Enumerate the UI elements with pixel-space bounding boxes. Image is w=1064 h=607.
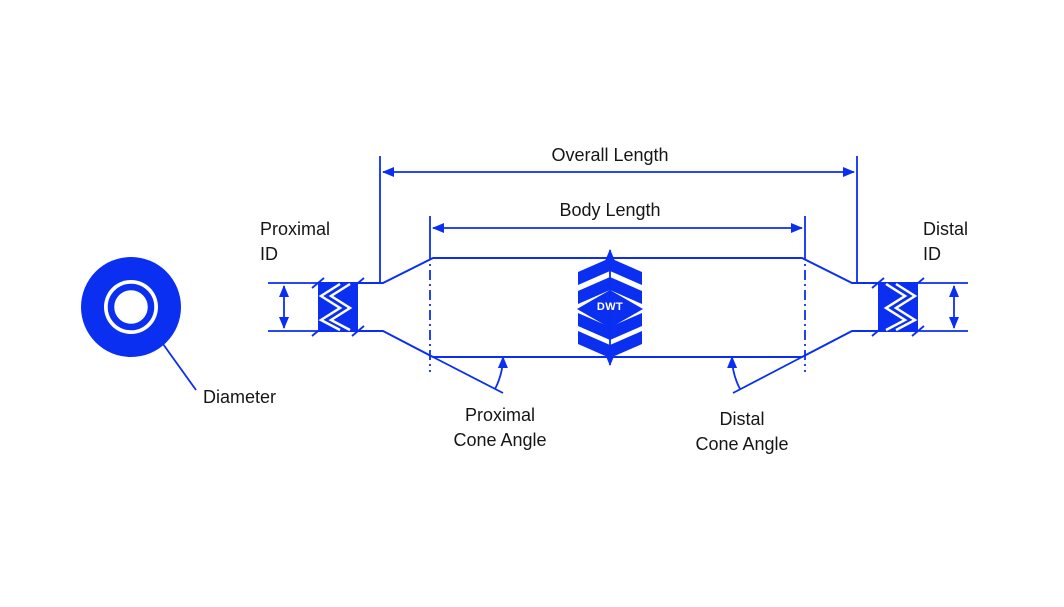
proximal-marker-band bbox=[311, 277, 365, 337]
distal-cone-angle-annotation bbox=[727, 356, 803, 394]
distal-band-zigzag-1 bbox=[883, 282, 908, 332]
distal-id-dimension bbox=[918, 282, 968, 332]
proximal-cone-angle-annotation bbox=[432, 356, 508, 394]
overall-length-dimension bbox=[379, 156, 858, 282]
distal-id-label: Distal ID bbox=[923, 219, 969, 264]
cross-section-inner-wall-ring bbox=[107, 283, 155, 331]
proximal-id-dimension bbox=[268, 282, 318, 332]
device-top-outline bbox=[318, 257, 918, 284]
proximal-band-zigzag-2 bbox=[318, 282, 343, 332]
distal-marker-band bbox=[871, 277, 925, 337]
distal-cone-extension-line bbox=[732, 356, 803, 394]
distal-cone-angle-label: Distal Cone Angle bbox=[695, 409, 789, 454]
overall-length-label: Overall Length bbox=[551, 145, 669, 165]
distal-band-zigzag-2 bbox=[893, 282, 918, 332]
proximal-cone-angle-label: Proximal Cone Angle bbox=[453, 405, 547, 450]
distal-cone-angle-arc bbox=[727, 356, 741, 390]
tube-cross-section bbox=[81, 257, 197, 391]
body-length-dimension bbox=[429, 216, 806, 250]
proximal-id-label: Proximal ID bbox=[260, 219, 331, 264]
proximal-cone-extension-line bbox=[432, 356, 504, 394]
diameter-leader-line bbox=[162, 343, 197, 391]
body-length-label: Body Length bbox=[559, 200, 661, 220]
diameter-label: Diameter bbox=[203, 387, 277, 407]
proximal-id-ticks bbox=[268, 282, 318, 332]
distal-id-ticks bbox=[918, 282, 968, 332]
device-bottom-outline bbox=[318, 330, 918, 358]
dwt-label: DWT bbox=[596, 301, 624, 313]
proximal-cone-angle-arc bbox=[494, 356, 508, 390]
device-outline bbox=[318, 257, 918, 358]
body-centerlines bbox=[429, 250, 806, 372]
proximal-band-zigzag-1 bbox=[328, 282, 353, 332]
